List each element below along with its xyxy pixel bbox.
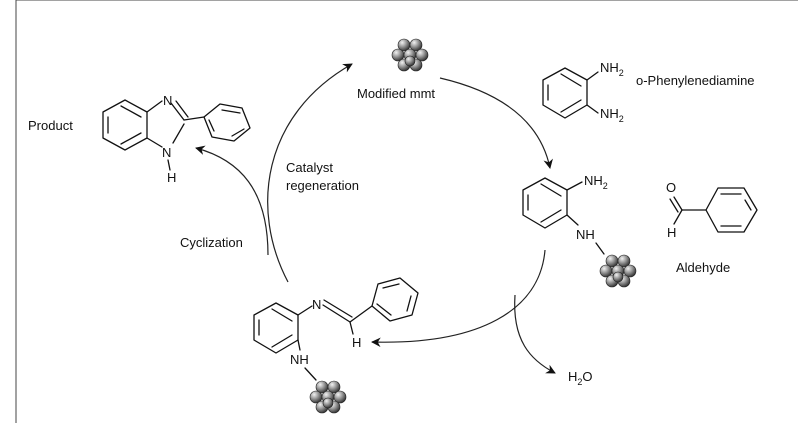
aldehyde: O H Aldehyde — [666, 180, 758, 275]
o-phenylenediamine-label: o-Phenylenediamine — [636, 73, 755, 88]
arrow-regeneration — [267, 63, 353, 283]
cyclization-label: Cyclization — [180, 235, 243, 250]
product-molecule: Product N N H — [28, 93, 251, 185]
catalyst-regeneration-label-line2: regeneration — [286, 178, 359, 193]
arrow-water-release — [514, 294, 556, 374]
aldehyde-hydrogen: H — [667, 225, 676, 240]
arrow-condensation — [371, 249, 546, 348]
adsorbed-diamine-nh: NH — [576, 227, 595, 242]
amine-group-1: NH2 — [600, 60, 624, 78]
catalyst-cluster-icon — [309, 380, 347, 414]
adsorbed-diamine: NH2 NH — [522, 173, 637, 288]
arrow-cyclization — [195, 145, 269, 256]
amine-group-2: NH2 — [600, 106, 624, 124]
o-phenylenediamine: NH2 NH2 o-Phenylenediamine — [542, 60, 755, 124]
arrow-adsorption — [439, 77, 553, 169]
adsorbed-diamine-nh2: NH2 — [584, 173, 608, 191]
imidazole-nh-n: N — [162, 145, 171, 160]
o-phenylenediamine-ring — [542, 67, 599, 119]
imine-nh: NH — [290, 352, 309, 367]
product-label: Product — [28, 118, 73, 133]
imine-n: N — [312, 297, 321, 312]
catalyst-cluster-icon — [391, 38, 429, 72]
catalyst-top: Modified mmt — [357, 38, 435, 101]
imine-hydrogen: H — [352, 335, 361, 350]
water-label: H2O — [568, 369, 593, 387]
catalytic-cycle-arrows — [195, 63, 556, 374]
imine-intermediate: N H NH — [253, 277, 419, 414]
imidazole-nh-h: H — [167, 170, 176, 185]
benzimidazole-rings — [102, 99, 251, 151]
aldehyde-oxygen: O — [666, 180, 676, 195]
modified-mmt-label: Modified mmt — [357, 86, 435, 101]
catalyst-regeneration-label-line1: Catalyst — [286, 160, 333, 175]
catalyst-cluster-icon — [599, 254, 637, 288]
aldehyde-label: Aldehyde — [676, 260, 730, 275]
imidazole-n: N — [163, 93, 172, 108]
frame — [15, 0, 798, 423]
